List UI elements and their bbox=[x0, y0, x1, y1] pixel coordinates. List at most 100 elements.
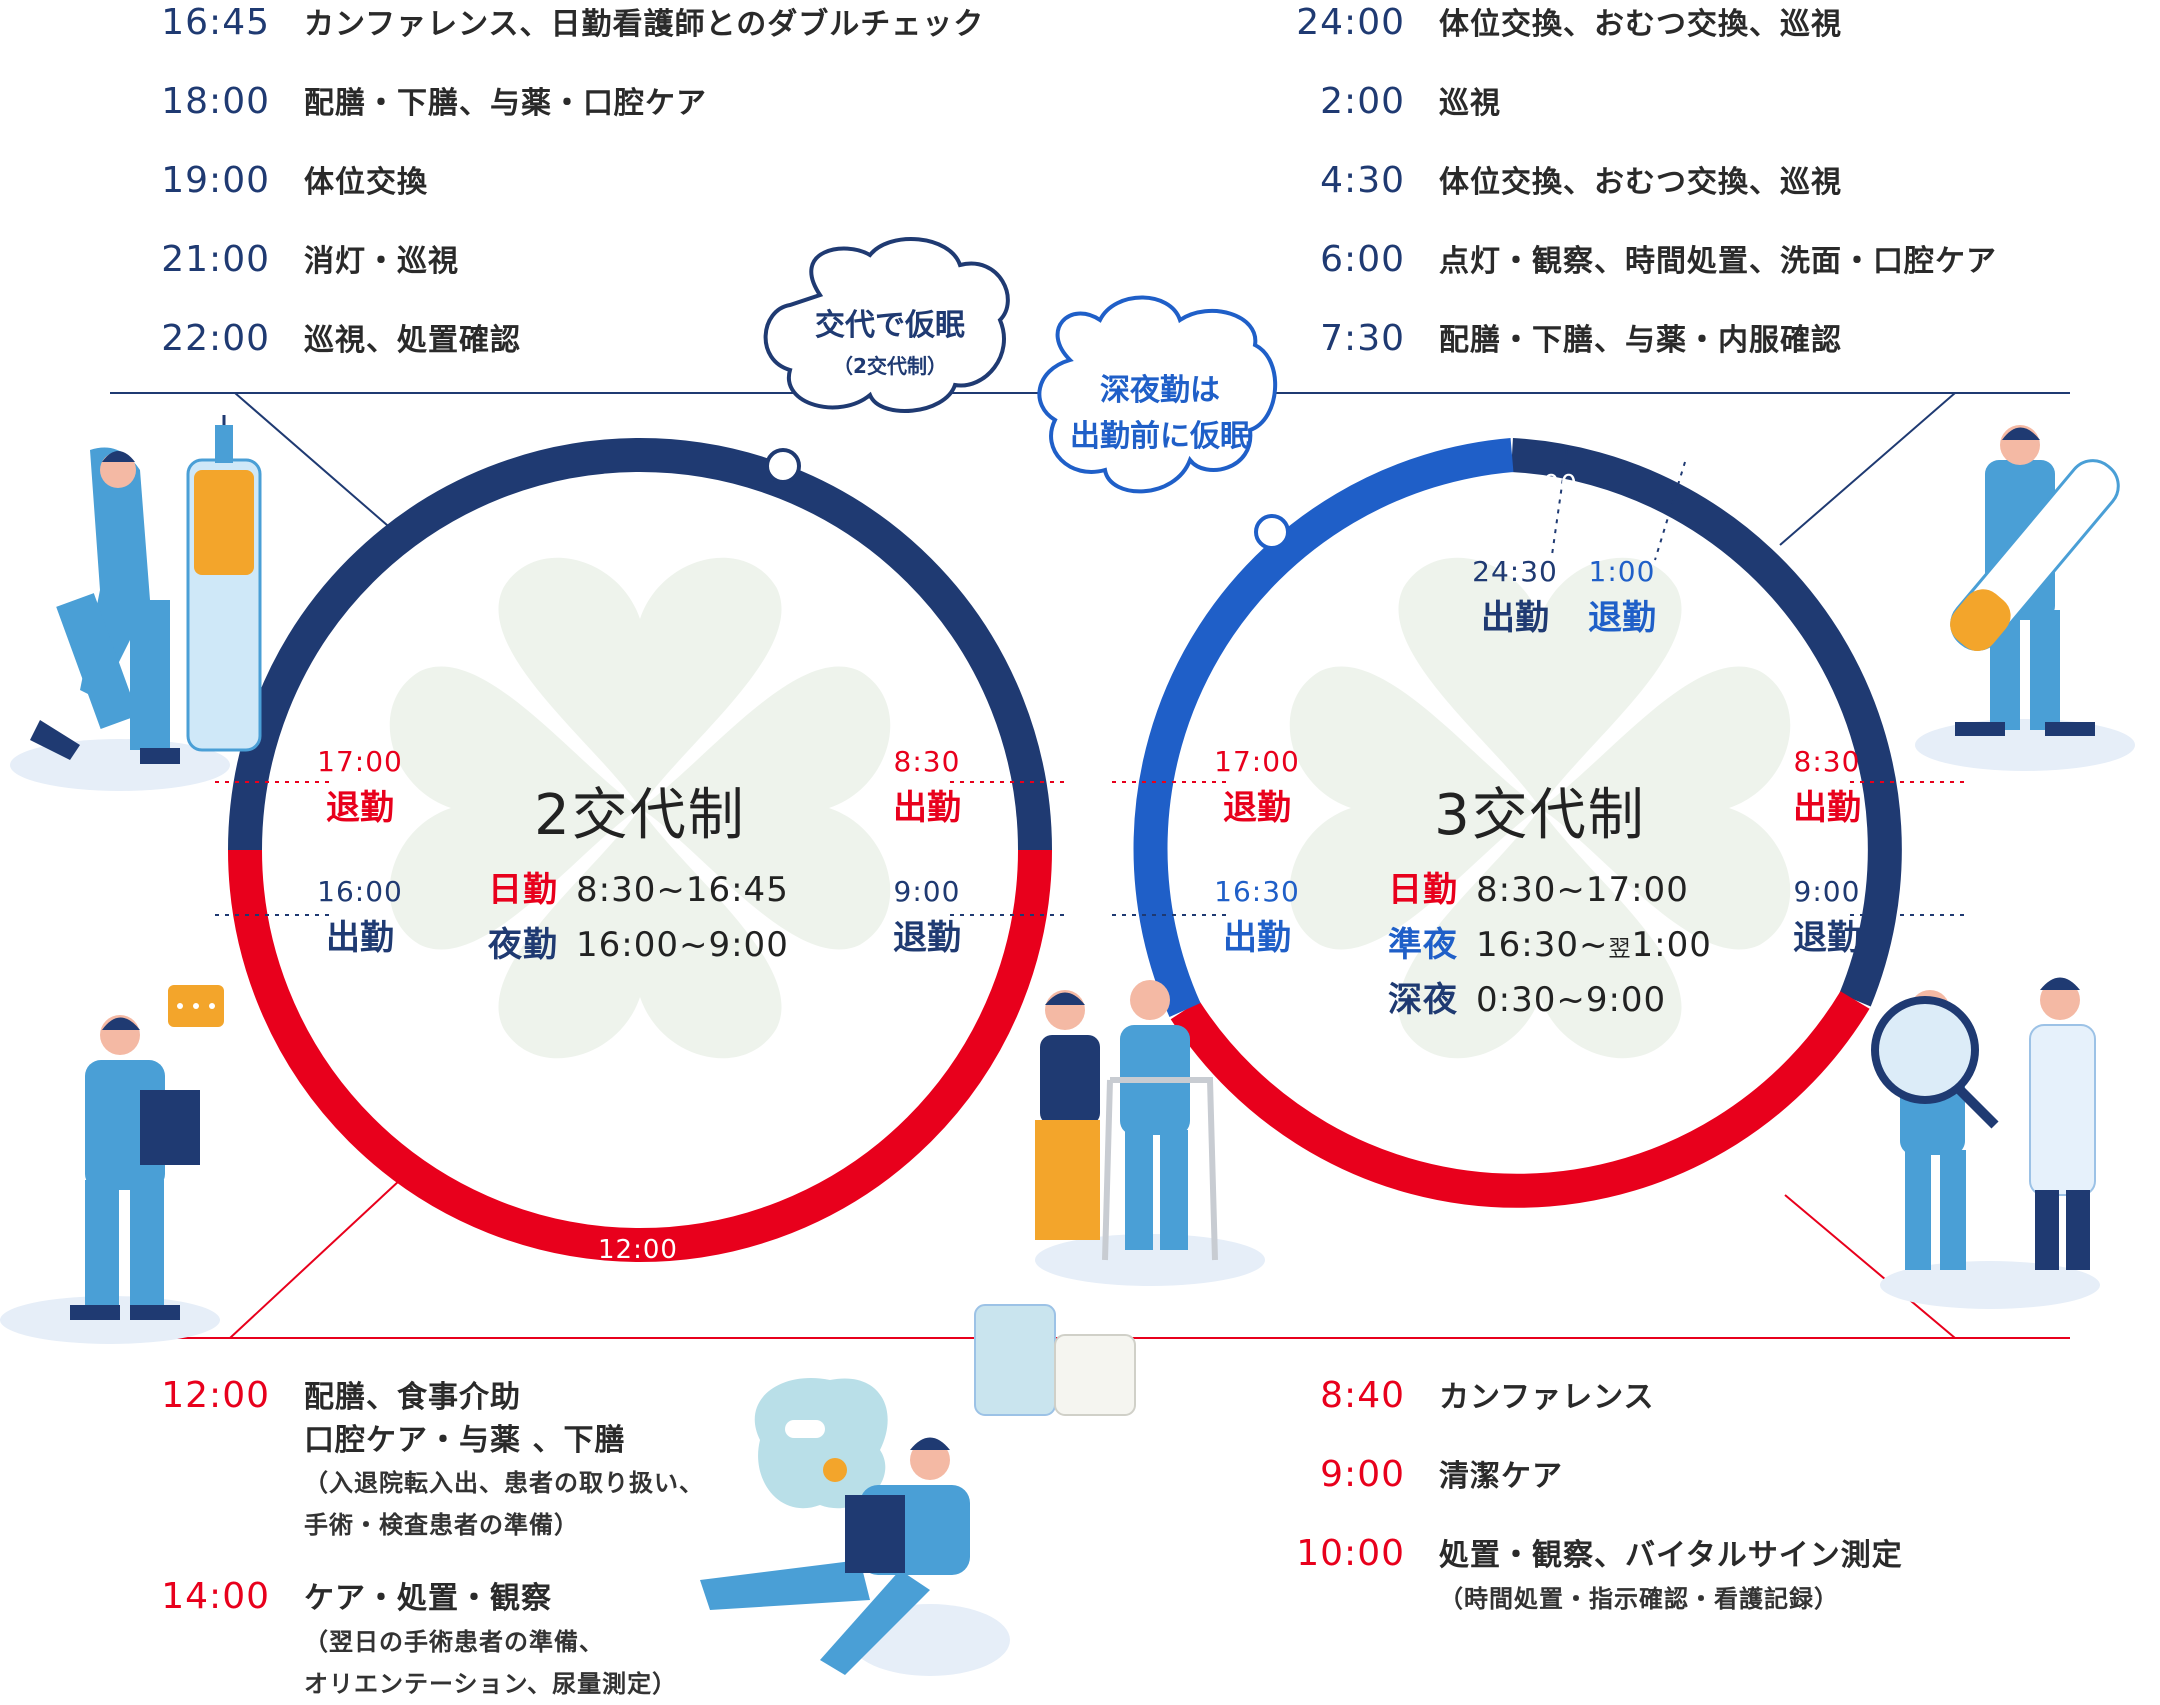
two-shift-left-lower-time: 16:00 bbox=[317, 875, 403, 908]
ring-3shift-tick-bottom: 12:00 bbox=[1498, 1235, 1578, 1265]
schedule-task: 体位交換 bbox=[304, 162, 428, 205]
three-shift-top-in-word: 出勤 bbox=[1481, 598, 1549, 638]
ring-marker bbox=[1314, 549, 1326, 561]
shift-hours-row: 深夜 0:30~9:00 bbox=[1388, 972, 1712, 1021]
shift-time-end: 1:00 bbox=[1631, 925, 1712, 965]
three-shift-top-in-time: 24:30 bbox=[1472, 555, 1558, 588]
three-shift-right-upper-word: 出勤 bbox=[1793, 788, 1861, 828]
schedule-time: 4:30 bbox=[1320, 160, 1405, 201]
schedule-time: 7:30 bbox=[1320, 318, 1405, 359]
nurse-clipboard-illustration bbox=[0, 985, 224, 1344]
shift-time: 0:30~9:00 bbox=[1476, 980, 1667, 1020]
schedule-task-text: カンファレンス、日勤看護師とのダブルチェック bbox=[304, 7, 985, 42]
nurse-magnifier-illustration bbox=[1871, 977, 2100, 1309]
schedule-time: 14:00 bbox=[161, 1576, 270, 1617]
two-shift-right-upper-time: 8:30 bbox=[893, 745, 961, 778]
schedule-task: カンファレンス bbox=[1439, 1377, 1655, 1420]
schedule-task: 巡視、処置確認 bbox=[304, 320, 521, 363]
schedule-task: カンファレンス、日勤看護師とのダブルチェック bbox=[304, 4, 984, 47]
three-shift-left-lower-time: 16:30 bbox=[1214, 875, 1300, 908]
schedule-task: 点灯・観察、時間処置、洗面・口腔ケア bbox=[1439, 241, 1997, 284]
three-shift-right-lower: 9:00 退勤 bbox=[1762, 875, 1892, 959]
shift-hours-row: 日勤 8:30~16:45 bbox=[488, 862, 789, 911]
nurse-syringe-illustration bbox=[10, 415, 262, 791]
shift-name: 深夜 bbox=[1388, 980, 1458, 1020]
schedule-task: 消灯・巡視 bbox=[304, 241, 459, 284]
schedule-task: ケア・処置・観察（翌日の手術患者の準備、オリエンテーション、尿量測定） bbox=[304, 1578, 677, 1705]
two-shift-right-lower-time: 9:00 bbox=[893, 875, 961, 908]
shift-time: 8:30~17:00 bbox=[1476, 870, 1689, 910]
schedule-row: 9:00 清潔ケア bbox=[1245, 1454, 1563, 1499]
shift-time: 8:30~16:45 bbox=[576, 870, 789, 910]
ring-3shift-tick-top: 24:00 bbox=[1498, 470, 1578, 500]
ring-3shift-deep bbox=[1511, 438, 1902, 1007]
three-shift-title: 3交代制 bbox=[1434, 783, 1646, 848]
three-shift-right-upper: 8:30 出勤 bbox=[1762, 745, 1892, 829]
shift-next-day-mark: 翌 bbox=[1608, 937, 1632, 962]
schedule-task-text: 清潔ケア bbox=[1439, 1459, 1563, 1494]
schedule-task-note: オリエンテーション、尿量測定） bbox=[304, 1669, 678, 1698]
schedule-row: 4:30 体位交換、おむつ交換、巡視 bbox=[1245, 160, 1842, 205]
schedule-task-text: カンファレンス bbox=[1439, 1380, 1655, 1415]
schedule-row: 10:00 処置・観察、バイタルサイン測定 （時間処置・指示確認・看護記録） bbox=[1245, 1533, 1903, 1620]
schedule-task-text: 処置・観察、バイタルサイン測定 bbox=[1439, 1538, 1903, 1573]
schedule-task-text: 巡視 bbox=[1439, 86, 1501, 121]
schedule-time: 6:00 bbox=[1320, 239, 1405, 280]
schedule-time: 19:00 bbox=[161, 160, 270, 201]
schedule-time: 12:00 bbox=[161, 1375, 270, 1416]
schedule-time: 9:00 bbox=[1320, 1454, 1405, 1495]
connector-line bbox=[234, 392, 411, 546]
schedule-task: 巡視 bbox=[1439, 83, 1501, 126]
schedule-row: 19:00 体位交換 bbox=[110, 160, 428, 205]
three-shift-left-upper-time: 17:00 bbox=[1214, 745, 1300, 778]
connector-line bbox=[1779, 392, 1956, 546]
schedule-task-text: 消灯・巡視 bbox=[304, 244, 459, 279]
three-shift-top-out: 1:00 退勤 bbox=[1562, 555, 1682, 639]
schedule-task: 配膳・下膳、与薬・内服確認 bbox=[1439, 320, 1842, 363]
shift-time: 16:00~9:00 bbox=[576, 925, 789, 965]
schedule-time: 21:00 bbox=[161, 239, 270, 280]
bubble-right-line1: 深夜勤は bbox=[1100, 373, 1220, 408]
dotted-guides bbox=[215, 449, 1965, 916]
thought-bubble-right bbox=[1037, 295, 1290, 550]
schedule-task-text: 配膳・下膳、与薬・口腔ケア bbox=[304, 86, 707, 121]
schedule-task-text: 体位交換、おむつ交換、巡視 bbox=[1439, 7, 1842, 42]
schedule-task: 清潔ケア bbox=[1439, 1456, 1563, 1499]
schedule-row: 6:00 点灯・観察、時間処置、洗面・口腔ケア bbox=[1245, 239, 1997, 284]
schedule-time: 22:00 bbox=[161, 318, 270, 359]
schedule-task-text: ケア・処置・観察 bbox=[304, 1581, 552, 1616]
schedule-task: 体位交換、おむつ交換、巡視 bbox=[1439, 4, 1842, 47]
schedule-time: 10:00 bbox=[1296, 1533, 1405, 1574]
schedule-task: 体位交換、おむつ交換、巡視 bbox=[1439, 162, 1842, 205]
schedule-task-note: （入退院転入出、患者の取り扱い、 bbox=[304, 1469, 704, 1498]
schedule-time: 24:00 bbox=[1296, 2, 1405, 43]
bubble-left-line2: （2交代制） bbox=[833, 354, 947, 378]
shift-time: 16:30~ bbox=[1476, 925, 1609, 965]
three-shift-top-out-time: 1:00 bbox=[1588, 555, 1656, 588]
three-shift-left-upper-word: 退勤 bbox=[1223, 788, 1291, 828]
two-shift-right-upper-word: 出勤 bbox=[893, 788, 961, 828]
shift-name: 日勤 bbox=[1388, 870, 1458, 910]
shift-name: 日勤 bbox=[488, 870, 558, 910]
schedule-row: 22:00 巡視、処置確認 bbox=[110, 318, 521, 363]
schedule-task: 配膳・下膳、与薬・口腔ケア bbox=[304, 83, 707, 126]
two-shift-left-upper-time: 17:00 bbox=[317, 745, 403, 778]
bubble-left-line1: 交代で仮眠 bbox=[815, 308, 965, 343]
schedule-task-note: （時間処置・指示確認・看護記録） bbox=[1439, 1584, 1839, 1613]
thought-bubble-left bbox=[763, 237, 1010, 484]
ring-3shift-day bbox=[1170, 991, 1870, 1208]
three-shift-left-upper: 17:00 退勤 bbox=[1192, 745, 1322, 829]
three-shift-top-in: 24:30 出勤 bbox=[1455, 555, 1575, 639]
three-shift-top-out-word: 退勤 bbox=[1588, 598, 1656, 638]
ring-2shift-day bbox=[228, 849, 1052, 1262]
schedule-row: 14:00 ケア・処置・観察（翌日の手術患者の準備、オリエンテーション、尿量測定） bbox=[110, 1576, 677, 1705]
schedule-row: 7:30 配膳・下膳、与薬・内服確認 bbox=[1245, 318, 1842, 363]
schedule-task-text: 配膳・下膳、与薬・内服確認 bbox=[1439, 323, 1842, 358]
bubble-right-line2: 出勤前に仮眠 bbox=[1070, 419, 1250, 454]
